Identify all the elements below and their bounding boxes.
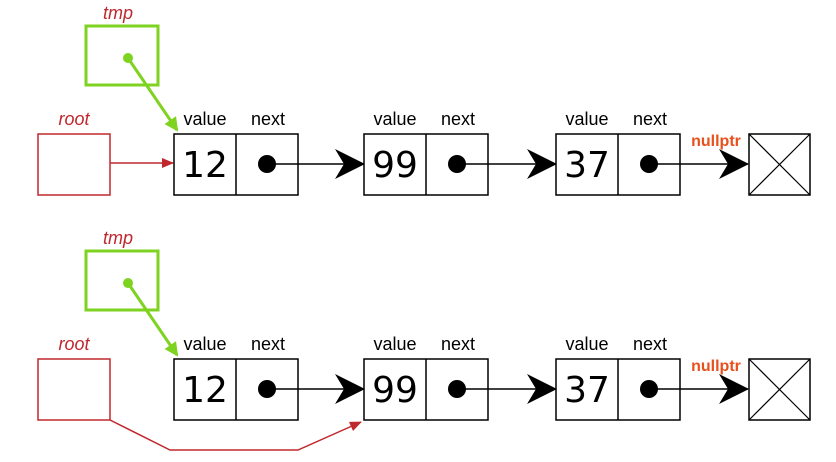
node-value: 37 — [564, 145, 610, 186]
next-field-label: next — [251, 109, 285, 129]
tmp-box — [84, 24, 160, 87]
list-node: value next 37 — [555, 109, 749, 196]
panel-before: tmp root value next 12 value next 99 — [37, 3, 811, 196]
value-field-label: value — [183, 109, 226, 129]
root-box — [37, 358, 111, 421]
nullptr-label: nullptr — [691, 358, 741, 375]
value-field-label: value — [373, 334, 416, 354]
root-label: root — [58, 334, 90, 354]
list-node: value next 12 — [173, 334, 365, 421]
node-value: 37 — [564, 370, 610, 411]
tmp-arrow — [126, 282, 179, 357]
next-field-label: next — [441, 109, 475, 129]
value-field-label: value — [565, 109, 608, 129]
value-field-label: value — [183, 334, 226, 354]
list-node: value next 37 — [555, 334, 749, 421]
tmp-label: tmp — [103, 3, 133, 23]
root-label: root — [58, 109, 90, 129]
tmp-arrow — [126, 57, 179, 132]
root-arrow — [109, 419, 362, 451]
root-box — [37, 133, 111, 196]
tmp-box — [84, 249, 160, 312]
node-value: 99 — [372, 370, 418, 411]
null-terminator-icon — [748, 358, 811, 421]
panel-after: tmp root value next 12 value next 99 — [37, 228, 811, 451]
null-terminator-icon — [748, 133, 811, 196]
tmp-label: tmp — [103, 228, 133, 248]
list-node: value next 99 — [363, 334, 557, 421]
next-field-label: next — [441, 334, 475, 354]
value-field-label: value — [373, 109, 416, 129]
node-value: 99 — [372, 145, 418, 186]
node-value: 12 — [182, 370, 228, 411]
next-field-label: next — [633, 109, 667, 129]
list-node: value next 99 — [363, 109, 557, 196]
nullptr-label: nullptr — [691, 133, 741, 150]
node-value: 12 — [182, 145, 228, 186]
next-field-label: next — [633, 334, 667, 354]
value-field-label: value — [565, 334, 608, 354]
next-field-label: next — [251, 334, 285, 354]
list-node: value next 12 — [173, 109, 365, 196]
